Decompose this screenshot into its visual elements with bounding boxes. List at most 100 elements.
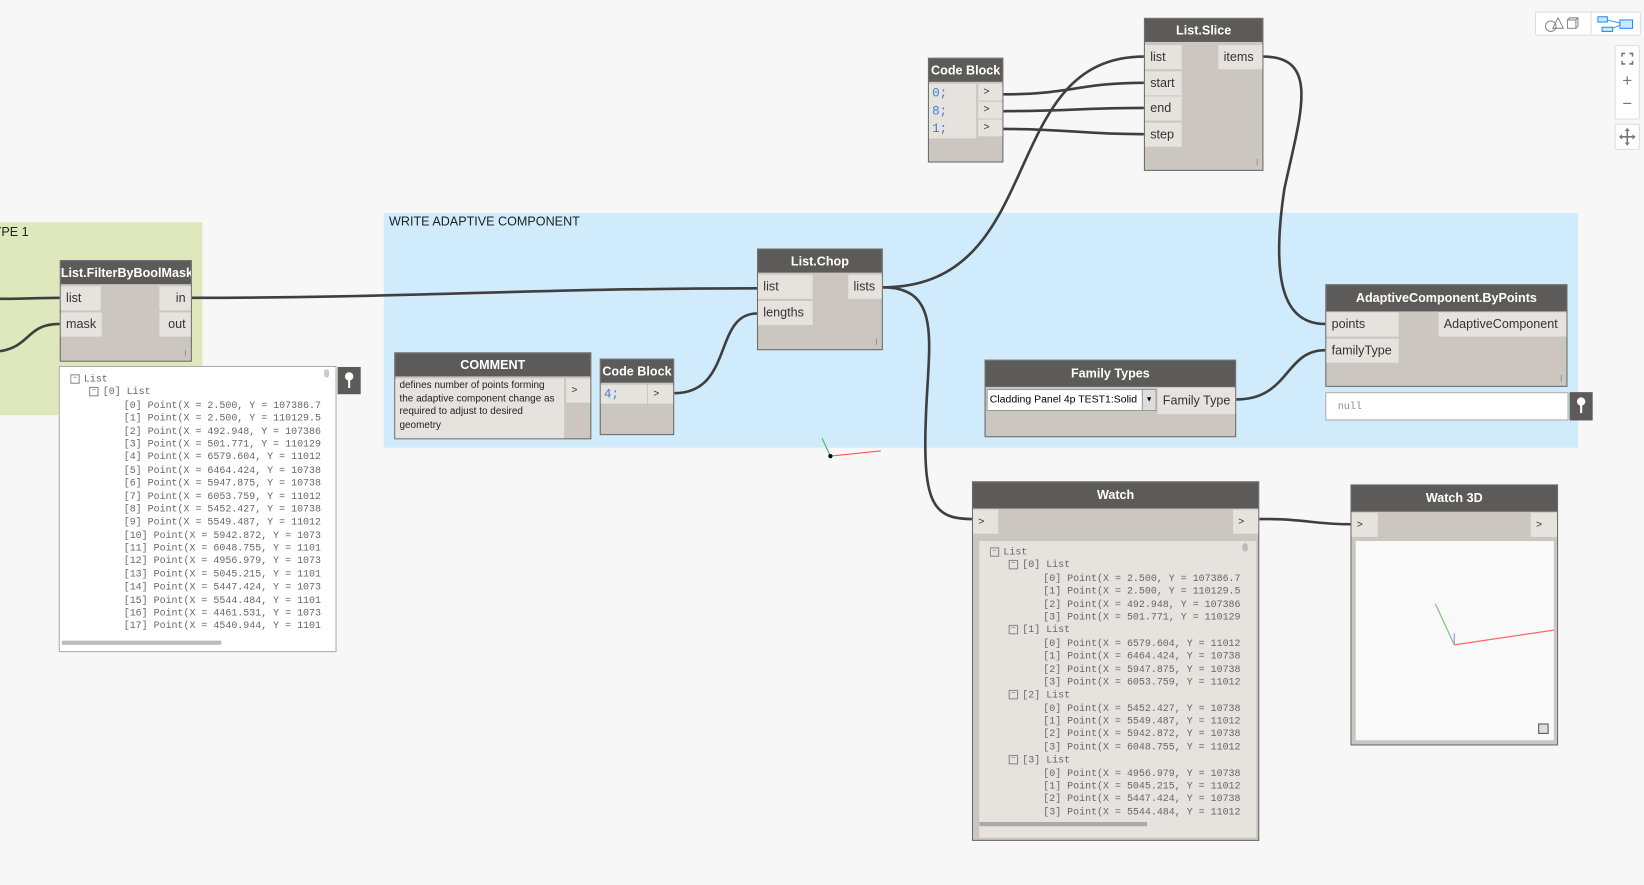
code-line: 0;: [932, 85, 948, 101]
watch-3d-node[interactable]: Watch 3D > >: [1350, 484, 1559, 746]
output-port-in[interactable]: in: [159, 286, 191, 311]
output-port-2[interactable]: >: [978, 119, 1003, 137]
list-item: [12] Point(X = 4956.979, Y = 1073: [123, 555, 321, 567]
collapse-icon[interactable]: −: [70, 374, 80, 384]
watch-node[interactable]: Watch > > −List −[0] List[0] Point(X = 2…: [971, 481, 1260, 841]
list-chop-node[interactable]: List.Chop list lengths lists l: [757, 248, 883, 351]
list-item: [1] Point(X = 6464.424, Y = 10738: [1043, 650, 1241, 662]
sublist-label: [0] List: [1022, 559, 1071, 571]
code-block-node-slice-params[interactable]: Code Block 0; 8; 1; > > >: [927, 57, 1004, 163]
wire: [1003, 81, 1144, 96]
input-port-points[interactable]: points: [1326, 312, 1399, 337]
code-editor[interactable]: 0; 8; 1;: [928, 83, 977, 139]
input-port-family-type[interactable]: familyType: [1326, 338, 1399, 363]
left-preview-panel[interactable]: −List −[0] List [0] Point(X = 2.500, Y =…: [58, 365, 337, 653]
output-port-items[interactable]: items: [1218, 45, 1263, 70]
node-title: Family Types: [985, 360, 1236, 387]
list-item: [1] Point(X = 2.500, Y = 110129.5: [123, 412, 321, 424]
input-port[interactable]: >: [973, 509, 999, 534]
pan-icon: [1618, 127, 1636, 146]
watch-content[interactable]: −List −[0] List[0] Point(X = 2.500, Y = …: [979, 541, 1257, 838]
list-item: [6] Point(X = 5947.875, Y = 10738: [123, 477, 321, 489]
code-line: 8;: [932, 103, 948, 119]
collapse-icon[interactable]: −: [1008, 560, 1019, 570]
output-port-out[interactable]: out: [159, 312, 191, 337]
list-item: [2] Point(X = 5942.872, Y = 10738: [1043, 728, 1241, 740]
wire: [1259, 517, 1351, 526]
code-editor[interactable]: 4;: [600, 384, 647, 404]
collapse-icon[interactable]: −: [89, 387, 99, 397]
view-toggle: [1535, 11, 1641, 36]
adaptive-preview-panel[interactable]: null: [1325, 392, 1569, 421]
family-types-node[interactable]: Family Types Cladding Panel 4p TEST1:Sol…: [984, 359, 1237, 438]
collapse-icon[interactable]: −: [1008, 690, 1019, 700]
vertical-scrollbar[interactable]: [1242, 543, 1248, 552]
wire: [1003, 106, 1144, 113]
wire: [882, 55, 1144, 289]
output-port-adaptive-component[interactable]: AdaptiveComponent: [1438, 312, 1567, 337]
node-title: Code Block: [928, 58, 1003, 82]
pin-preview-button[interactable]: [1569, 392, 1593, 421]
output-port[interactable]: >: [647, 384, 674, 404]
input-port-mask[interactable]: mask: [60, 312, 102, 337]
collapse-icon[interactable]: −: [1008, 625, 1019, 635]
input-port-lengths[interactable]: lengths: [758, 300, 813, 326]
list-item: [1] Point(X = 2.500, Y = 110129.5: [1043, 585, 1241, 597]
list-item: [0] Point(X = 5452.427, Y = 10738: [1043, 702, 1241, 714]
vertical-scrollbar[interactable]: [323, 369, 330, 378]
input-port-end[interactable]: end: [1144, 96, 1182, 121]
node-title: COMMENT: [395, 353, 591, 377]
group-title: WRITE ADAPTIVE COMPONENT: [388, 213, 580, 229]
3d-viewport[interactable]: [1355, 541, 1554, 741]
input-port-list[interactable]: list: [758, 274, 813, 299]
lacing-indicator: l: [875, 336, 878, 348]
output-port-1[interactable]: >: [978, 101, 1003, 119]
zoom-controls: + −: [1614, 45, 1640, 120]
horizontal-scrollbar[interactable]: [979, 822, 1148, 827]
comment-node[interactable]: COMMENT defines number of points forming…: [394, 352, 592, 440]
list-item: [0] Point(X = 2.500, Y = 107386.7: [123, 399, 321, 411]
horizontal-scrollbar[interactable]: [61, 640, 222, 645]
input-port-step[interactable]: step: [1144, 122, 1182, 147]
output-port[interactable]: >: [566, 378, 591, 403]
list-item: [0] Point(X = 6579.604, Y = 11012: [1043, 637, 1241, 649]
list-item: [0] Point(X = 2.500, Y = 107386.7: [1043, 572, 1241, 584]
node-title: List.Chop: [758, 249, 882, 273]
list-item: [2] Point(X = 492.948, Y = 107386: [1043, 598, 1241, 610]
filter-by-bool-mask-node[interactable]: List.FilterByBoolMask list mask in out l: [59, 260, 192, 362]
geometry-view-button[interactable]: [1536, 12, 1592, 35]
output-port-lists[interactable]: lists: [848, 274, 882, 299]
output-port[interactable]: >: [1233, 509, 1259, 534]
input-port-start[interactable]: start: [1144, 71, 1182, 96]
resize-handle[interactable]: [1538, 723, 1549, 734]
sublist-label: [2] List: [1022, 689, 1071, 701]
list-slice-node[interactable]: List.Slice list start end step items l: [1143, 17, 1264, 171]
zoom-in-button[interactable]: +: [1622, 72, 1633, 91]
output-port-0[interactable]: >: [978, 83, 1003, 101]
zoom-to-fit-icon[interactable]: [1616, 48, 1639, 69]
input-port-list[interactable]: list: [1144, 45, 1182, 70]
adaptive-component-by-points-node[interactable]: AdaptiveComponent.ByPoints points family…: [1325, 284, 1568, 387]
graph-view-button[interactable]: [1592, 13, 1640, 35]
chevron-down-icon[interactable]: ▼: [1141, 390, 1156, 410]
pin-preview-button[interactable]: [337, 366, 361, 395]
list-item: [5] Point(X = 6464.424, Y = 10738: [123, 464, 321, 476]
node-title: Watch 3D: [1351, 485, 1558, 512]
list-item: [9] Point(X = 5549.487, Y = 11012: [123, 516, 321, 528]
output-port-family-type[interactable]: Family Type: [1157, 387, 1236, 415]
pan-button[interactable]: [1614, 123, 1640, 150]
input-port-list[interactable]: list: [60, 286, 101, 311]
sublist-header: −[1] List: [990, 624, 1256, 637]
comment-text[interactable]: defines number of points forming the ada…: [395, 378, 565, 439]
collapse-icon[interactable]: −: [989, 547, 1000, 557]
code-block-node-lengths[interactable]: Code Block 4; >: [599, 358, 675, 436]
family-type-dropdown[interactable]: Cladding Panel 4p TEST1:Solid ▼: [986, 388, 1157, 412]
node-title: AdaptiveComponent.ByPoints: [1326, 285, 1567, 312]
collapse-icon[interactable]: −: [1008, 755, 1019, 765]
output-port[interactable]: >: [1530, 512, 1558, 537]
list-item: [3] Point(X = 501.771, Y = 110129: [1043, 611, 1241, 623]
preview-value: null: [1337, 400, 1362, 413]
zoom-out-button[interactable]: −: [1622, 95, 1633, 114]
input-port[interactable]: >: [1351, 512, 1378, 537]
